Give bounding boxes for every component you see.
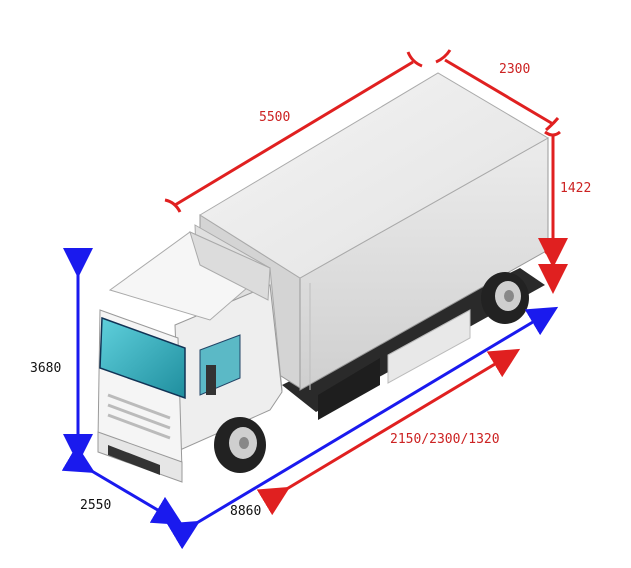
rear-wheel (481, 272, 529, 324)
truck-illustration (97, 72, 549, 483)
grille (107, 393, 171, 440)
label-overall-length: 8860 (230, 504, 261, 519)
dimension-box-length (164, 51, 423, 213)
label-box-width: 2300 (499, 62, 530, 77)
label-box-length: 5500 (259, 110, 290, 125)
front-wheel (214, 417, 266, 473)
label-box-height: 1422 (560, 181, 591, 196)
dimension-box-width (435, 49, 560, 132)
label-overall-width: 2550 (80, 498, 111, 513)
label-overall-height: 3680 (30, 361, 61, 376)
dimension-overall-length (166, 306, 559, 550)
dimension-overall-width (61, 444, 184, 526)
label-wheelbase: 2150/2300/1320 (390, 432, 500, 447)
dimension-box-height (538, 130, 568, 294)
cargo-box-top (199, 72, 549, 279)
